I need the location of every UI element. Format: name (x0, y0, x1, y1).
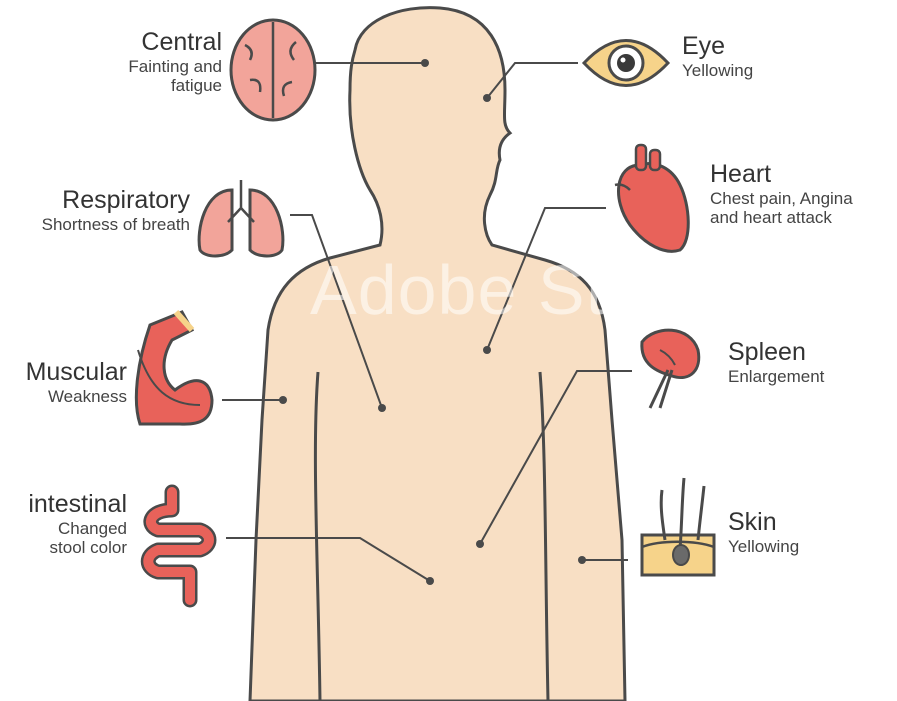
eye-icon (584, 41, 668, 86)
skin-hair-icon (642, 478, 714, 575)
heart-label-group: Heart Chest pain, Angina and heart attac… (710, 160, 853, 228)
respiratory-label-group: Respiratory Shortness of breath (42, 186, 190, 234)
intestinal-label-group: intestinal Changed stool color (28, 490, 127, 558)
spleen-label-group: Spleen Enlargement (728, 338, 824, 386)
muscular-label-group: Muscular Weakness (26, 358, 127, 406)
muscular-desc: Weakness (26, 387, 127, 407)
central-desc-line2: fatigue (128, 76, 222, 96)
eye-desc: Yellowing (682, 61, 753, 81)
lungs-icon (199, 180, 283, 256)
skin-title: Skin (728, 508, 799, 537)
eye-label-group: Eye Yellowing (682, 32, 753, 80)
skin-desc: Yellowing (728, 537, 799, 557)
intestinal-desc-line1: Changed (28, 519, 127, 539)
heart-title: Heart (710, 160, 853, 189)
respiratory-title: Respiratory (42, 186, 190, 215)
muscular-title: Muscular (26, 358, 127, 387)
spleen-icon (642, 330, 699, 408)
heart-desc-line2: and heart attack (710, 208, 853, 228)
central-label-group: Central Fainting and fatigue (128, 28, 222, 96)
arm-muscle-icon (136, 312, 212, 424)
heart-icon (615, 145, 688, 251)
intestine-icon (148, 492, 209, 600)
human-body (250, 8, 625, 701)
central-desc-line1: Fainting and (128, 57, 222, 77)
spleen-desc: Enlargement (728, 367, 824, 387)
intestinal-title: intestinal (28, 490, 127, 519)
respiratory-desc: Shortness of breath (42, 215, 190, 235)
central-title: Central (128, 28, 222, 57)
skin-label-group: Skin Yellowing (728, 508, 799, 556)
heart-desc-line1: Chest pain, Angina (710, 189, 853, 209)
spleen-title: Spleen (728, 338, 824, 367)
eye-title: Eye (682, 32, 753, 61)
intestinal-desc-line2: stool color (28, 538, 127, 558)
brain-icon (231, 20, 315, 120)
